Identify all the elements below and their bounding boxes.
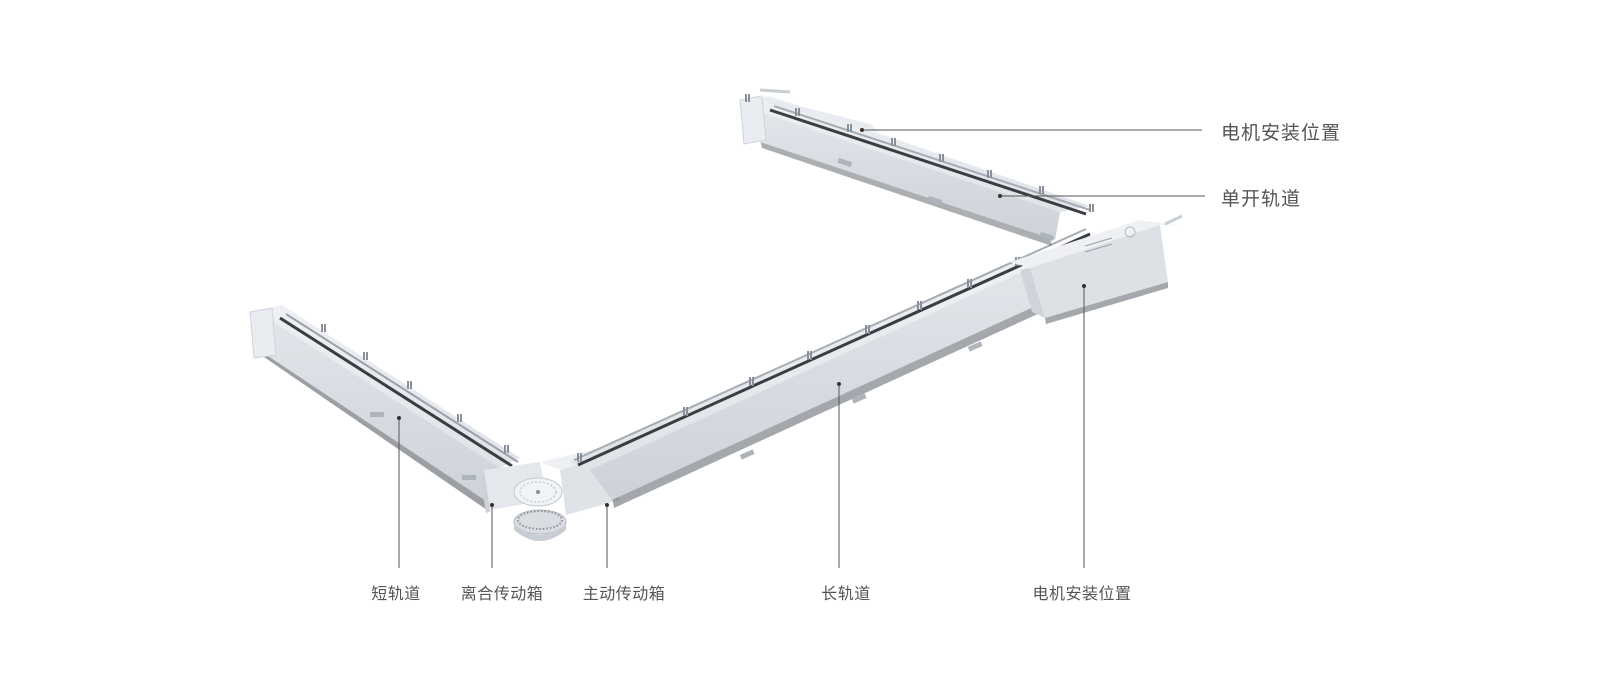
short-track-body [249, 305, 520, 512]
callout-motor-position-top: 电机安装位置 [1221, 122, 1342, 144]
callout-drive-gearbox: 主动传动箱 [582, 584, 666, 603]
single-track-body [739, 88, 1094, 246]
leader-dots [397, 128, 1086, 507]
long-track-body [570, 228, 1091, 508]
callout-long-track: 长轨道 [821, 584, 871, 603]
callout-motor-position-bottom: 电机安装位置 [1032, 584, 1132, 603]
leader-lines [398, 129, 1205, 568]
callout-single-track: 单开轨道 [1221, 188, 1302, 210]
callout-short-track: 短轨道 [371, 584, 421, 603]
callout-clutch-gearbox: 离合传动箱 [460, 584, 544, 603]
motor-box-bottom [1010, 214, 1183, 324]
